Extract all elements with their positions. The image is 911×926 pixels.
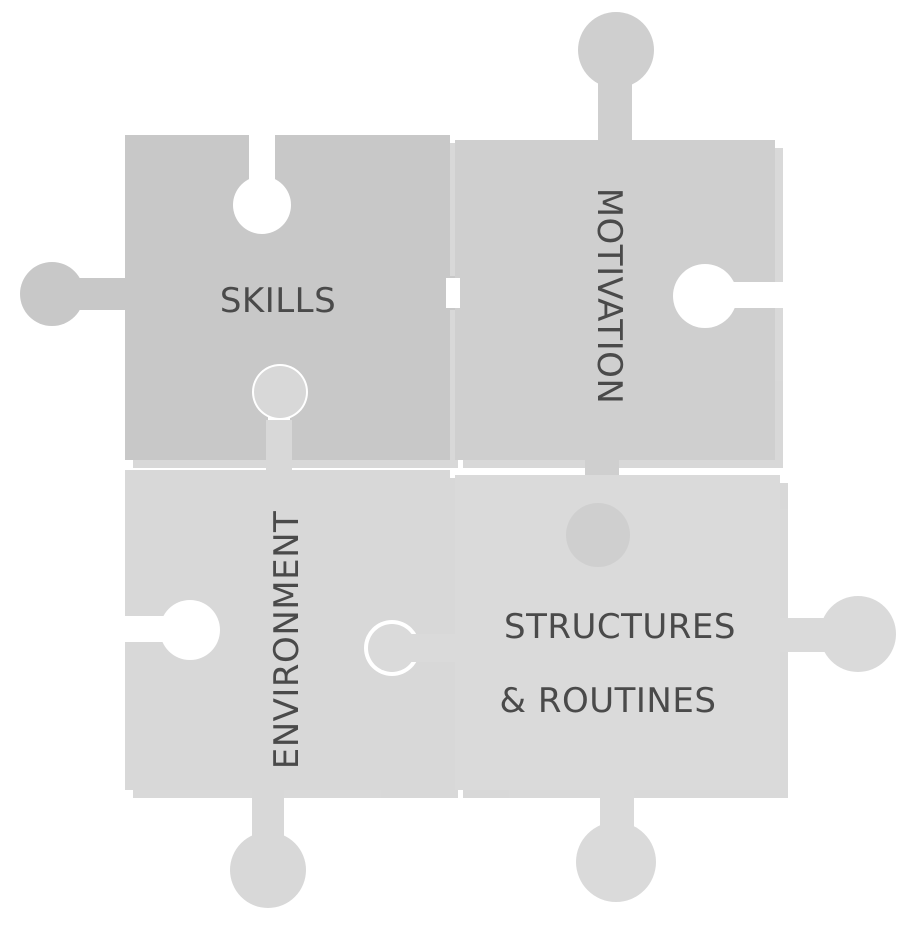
structures-label-line2: & ROUTINES [500,681,717,721]
piece-structures-routines: STRUCTURES & ROUTINES [368,475,896,902]
skills-label: SKILLS [220,281,336,321]
structures-label-line1: STRUCTURES [504,607,736,647]
motivation-label: MOTIVATION [589,188,629,405]
piece-skills: SKILLS [20,130,460,465]
environment-label: ENVIRONMENT [267,511,307,770]
